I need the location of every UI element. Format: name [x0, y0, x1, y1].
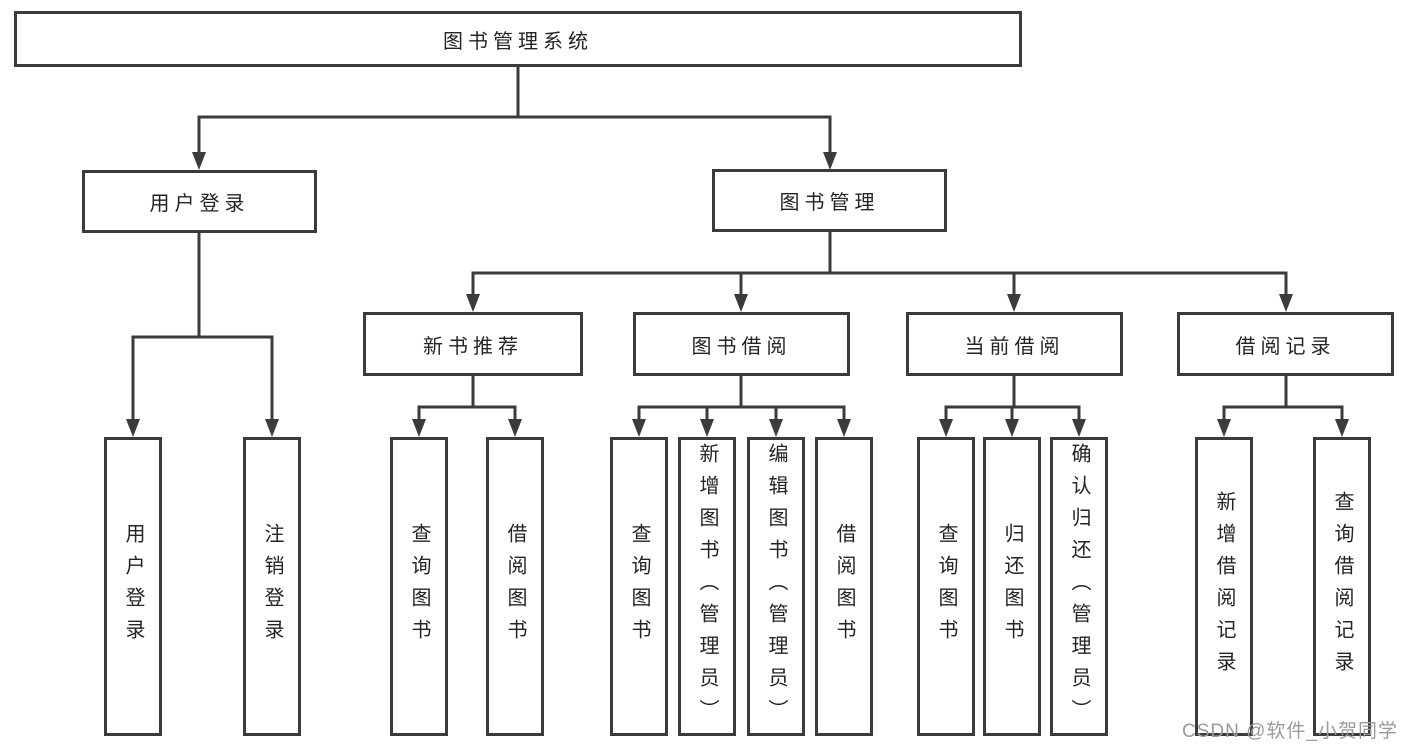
arrow-down	[823, 152, 837, 170]
leaf-recommend-query-book: 查询图书	[390, 437, 448, 736]
leaf-user-login-label: 用户登录	[122, 522, 144, 651]
arrow-down	[1072, 419, 1086, 437]
leaf-borrow-query-book: 查询图书	[610, 437, 668, 736]
leaf-current-confirm-return-admin: 确认归还（管理员）	[1050, 437, 1108, 736]
connector-root-branch	[197, 115, 832, 156]
leaf-record-query-record: 查询借阅记录	[1313, 437, 1371, 736]
leaf-borrow-borrow-book: 借阅图书	[815, 437, 873, 736]
connector-newbook-branch	[417, 405, 517, 421]
node-current-borrow-label: 当前借阅	[964, 335, 1065, 358]
arrow-down	[1335, 419, 1349, 437]
arrow-down	[412, 419, 426, 437]
node-book-borrow-label: 图书借阅	[691, 335, 792, 358]
arrow-down	[192, 152, 206, 170]
arrow-down	[265, 419, 279, 437]
node-user-login: 用户登录	[82, 170, 317, 233]
arrow-down	[939, 419, 953, 437]
arrow-down	[126, 419, 140, 437]
node-user-login-label: 用户登录	[149, 193, 250, 215]
leaf-current-query-book-label: 查询图书	[935, 522, 957, 651]
node-current-borrow: 当前借阅	[906, 312, 1123, 376]
arrow-down	[1005, 419, 1019, 437]
arrow-down	[466, 294, 480, 312]
connector-record-branch	[1222, 405, 1344, 421]
node-borrow-record-label: 借阅记录	[1235, 335, 1336, 358]
leaf-logout: 注销登录	[243, 437, 301, 736]
connector-userlogin-branch	[131, 335, 274, 421]
arrow-down	[837, 419, 851, 437]
arrow-down	[508, 419, 522, 437]
leaf-borrow-add-book-admin-label: 新增图书（管理员）	[696, 442, 718, 731]
arrow-down	[1007, 294, 1021, 312]
leaf-borrow-borrow-book-label: 借阅图书	[833, 522, 855, 651]
node-new-book-recommend-label: 新书推荐	[423, 335, 523, 358]
leaf-record-add-record: 新增借阅记录	[1195, 437, 1253, 736]
node-book-borrow: 图书借阅	[633, 312, 850, 376]
leaf-borrow-add-book-admin: 新增图书（管理员）	[678, 437, 736, 736]
leaf-recommend-borrow-book-label: 借阅图书	[504, 522, 526, 651]
leaf-user-login: 用户登录	[104, 437, 162, 736]
node-root: 图书管理系统	[14, 11, 1022, 67]
connector-current-branch	[944, 405, 1081, 421]
arrow-down	[700, 419, 714, 437]
arrow-down	[769, 419, 783, 437]
node-new-book-recommend: 新书推荐	[363, 312, 583, 376]
node-book-management: 图书管理	[712, 169, 947, 232]
leaf-record-add-record-label: 新增借阅记录	[1213, 490, 1235, 683]
leaf-borrow-query-book-label: 查询图书	[628, 522, 650, 651]
leaf-current-confirm-return-admin-label: 确认归还（管理员）	[1068, 442, 1090, 731]
arrow-down	[734, 294, 748, 312]
arrow-down	[1217, 419, 1231, 437]
arrow-down	[1279, 294, 1293, 312]
leaf-recommend-borrow-book: 借阅图书	[486, 437, 544, 736]
node-book-management-label: 图书管理	[779, 192, 880, 214]
leaf-borrow-edit-book-admin-label: 编辑图书（管理员）	[765, 442, 787, 731]
node-root-label: 图书管理系统	[443, 30, 593, 53]
connector-borrow-branch	[637, 405, 846, 421]
arrow-down	[632, 419, 646, 437]
leaf-current-return-book: 归还图书	[983, 437, 1041, 736]
leaf-borrow-edit-book-admin: 编辑图书（管理员）	[747, 437, 805, 736]
csdn-watermark: CSDN @软件_小贺同学	[1182, 721, 1398, 742]
node-borrow-record: 借阅记录	[1177, 312, 1394, 376]
leaf-current-return-book-label: 归还图书	[1001, 522, 1023, 651]
leaf-logout-label: 注销登录	[261, 522, 283, 651]
leaf-recommend-query-book-label: 查询图书	[408, 522, 430, 651]
connector-bookmgmt-branch	[471, 271, 1288, 298]
leaf-current-query-book: 查询图书	[917, 437, 975, 736]
leaf-record-query-record-label: 查询借阅记录	[1331, 490, 1353, 683]
